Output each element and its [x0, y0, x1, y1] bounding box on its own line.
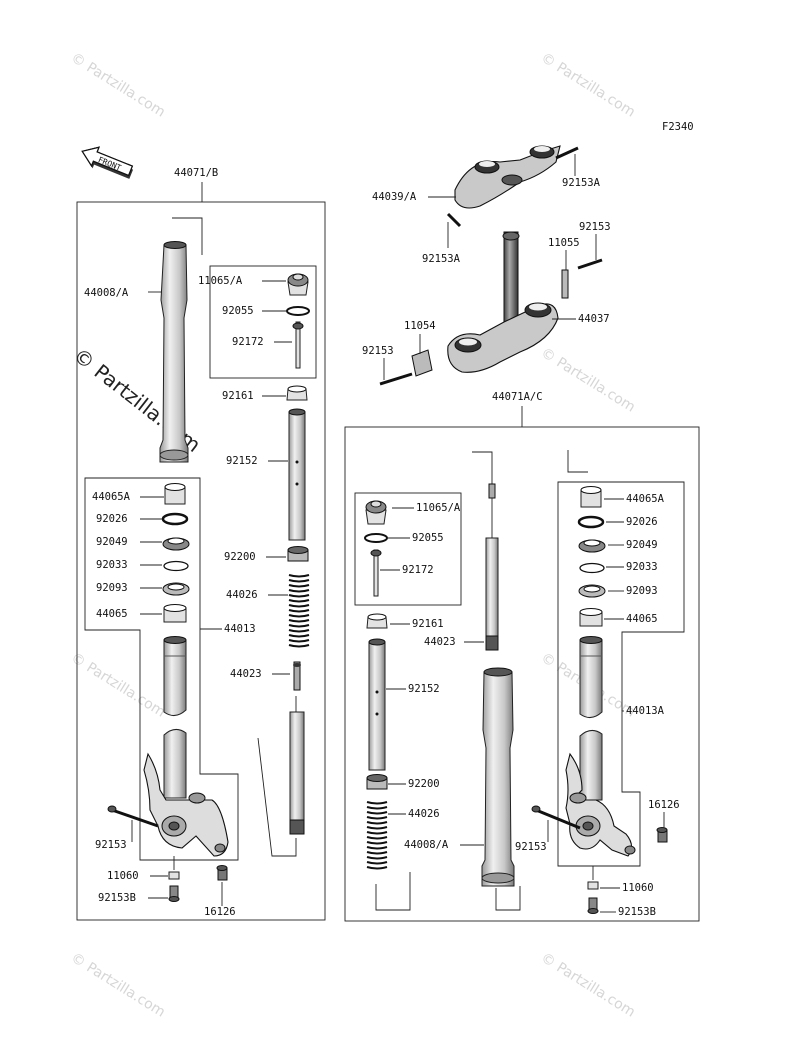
label-44065A-right: 44065A [626, 493, 665, 505]
label-16126-right: 16126 [648, 799, 680, 811]
label-44026-right: 44026 [408, 808, 440, 820]
label-92200-right: 92200 [408, 778, 440, 790]
label-11055: 11055 [548, 237, 580, 249]
watermark-text: © Partzilla.com [68, 950, 168, 1021]
watermark-text: © Partzilla.com [538, 50, 638, 121]
label-92049-right: 92049 [626, 539, 658, 551]
label-92152-left: 92152 [226, 455, 258, 467]
lower-axle-bracket-right [565, 752, 636, 857]
label-92153-right: 92153 [515, 841, 547, 853]
label-11065-A-left: 11065/A [198, 275, 243, 287]
front-arrow: FRONT [81, 146, 134, 179]
watermark-text: © Partzilla.com [538, 950, 638, 1021]
watermark-text: © Partzilla.com [538, 345, 638, 416]
spring-left [288, 574, 310, 648]
label-92153A-top: 92153A [562, 177, 601, 189]
label-92055-right: 92055 [412, 532, 444, 544]
watermark-text: © Partzilla.com [68, 650, 168, 721]
label-92172-right: 92172 [402, 564, 434, 576]
label-92161-right: 92161 [412, 618, 444, 630]
lower-axle-bracket-left [143, 752, 229, 857]
label-11060-left: 11060 [107, 870, 139, 882]
label-92161-left: 92161 [222, 390, 254, 402]
label-44026-left: 44026 [226, 589, 258, 601]
label-44037: 44037 [578, 313, 610, 325]
spring-right [366, 801, 388, 870]
label-92026-right: 92026 [626, 516, 658, 528]
label-44065-right: 44065 [626, 613, 658, 625]
watermark-text: © Partzilla.com [68, 50, 168, 121]
label-11060-right: 11060 [622, 882, 654, 894]
label-11065-A-right: 11065/A [416, 502, 461, 514]
label-92153B-right: 92153B [618, 906, 656, 918]
label-44013A: 44013A [626, 705, 665, 717]
right-fork-assembly: 44071A/C 11065/A 92055 92172 92161 44023 [344, 391, 700, 922]
label-92153B-left: 92153B [98, 892, 136, 904]
label-11054: 11054 [404, 320, 436, 332]
label-44065A-left: 44065A [92, 491, 131, 503]
label-92026-left: 92026 [96, 513, 128, 525]
label-44023-right: 44023 [424, 636, 456, 648]
label-92153-clamp: 92153 [362, 345, 394, 357]
label-92093-right: 92093 [626, 585, 658, 597]
label-44023-left: 44023 [230, 668, 262, 680]
left-fork-assembly: 44071/B 44008/A 11065/A 92055 92172 9216… [76, 167, 326, 921]
label-92153-left: 92153 [95, 839, 127, 851]
label-92055-left: 92055 [222, 305, 254, 317]
label-44013: 44013 [224, 623, 256, 635]
label-92152-right: 92152 [408, 683, 440, 695]
label-16126-left: 16126 [204, 906, 236, 918]
label-92153A-mid: 92153A [422, 253, 461, 265]
label-44008-A-right: 44008/A [404, 839, 449, 851]
label-44065-left: 44065 [96, 608, 128, 620]
label-44008-A-left: 44008/A [84, 287, 129, 299]
label-92033-left: 92033 [96, 559, 128, 571]
label-92093-left: 92093 [96, 582, 128, 594]
label-44071A-C: 44071A/C [492, 391, 543, 403]
label-44071-B: 44071/B [174, 167, 218, 179]
label-92200-left: 92200 [224, 551, 256, 563]
label-92153-topright: 92153 [579, 221, 611, 233]
label-92172-left: 92172 [232, 336, 264, 348]
label-44039-A: 44039/A [372, 191, 417, 203]
figure-code: F2340 [662, 121, 694, 133]
label-92033-right: 92033 [626, 561, 658, 573]
watermarks: © Partzilla.com © Partzilla.com © Partzi… [68, 50, 638, 1021]
label-92049-left: 92049 [96, 536, 128, 548]
triple-clamps: 44039/A 92153A 92153A 44037 11055 92153 … [362, 145, 611, 386]
